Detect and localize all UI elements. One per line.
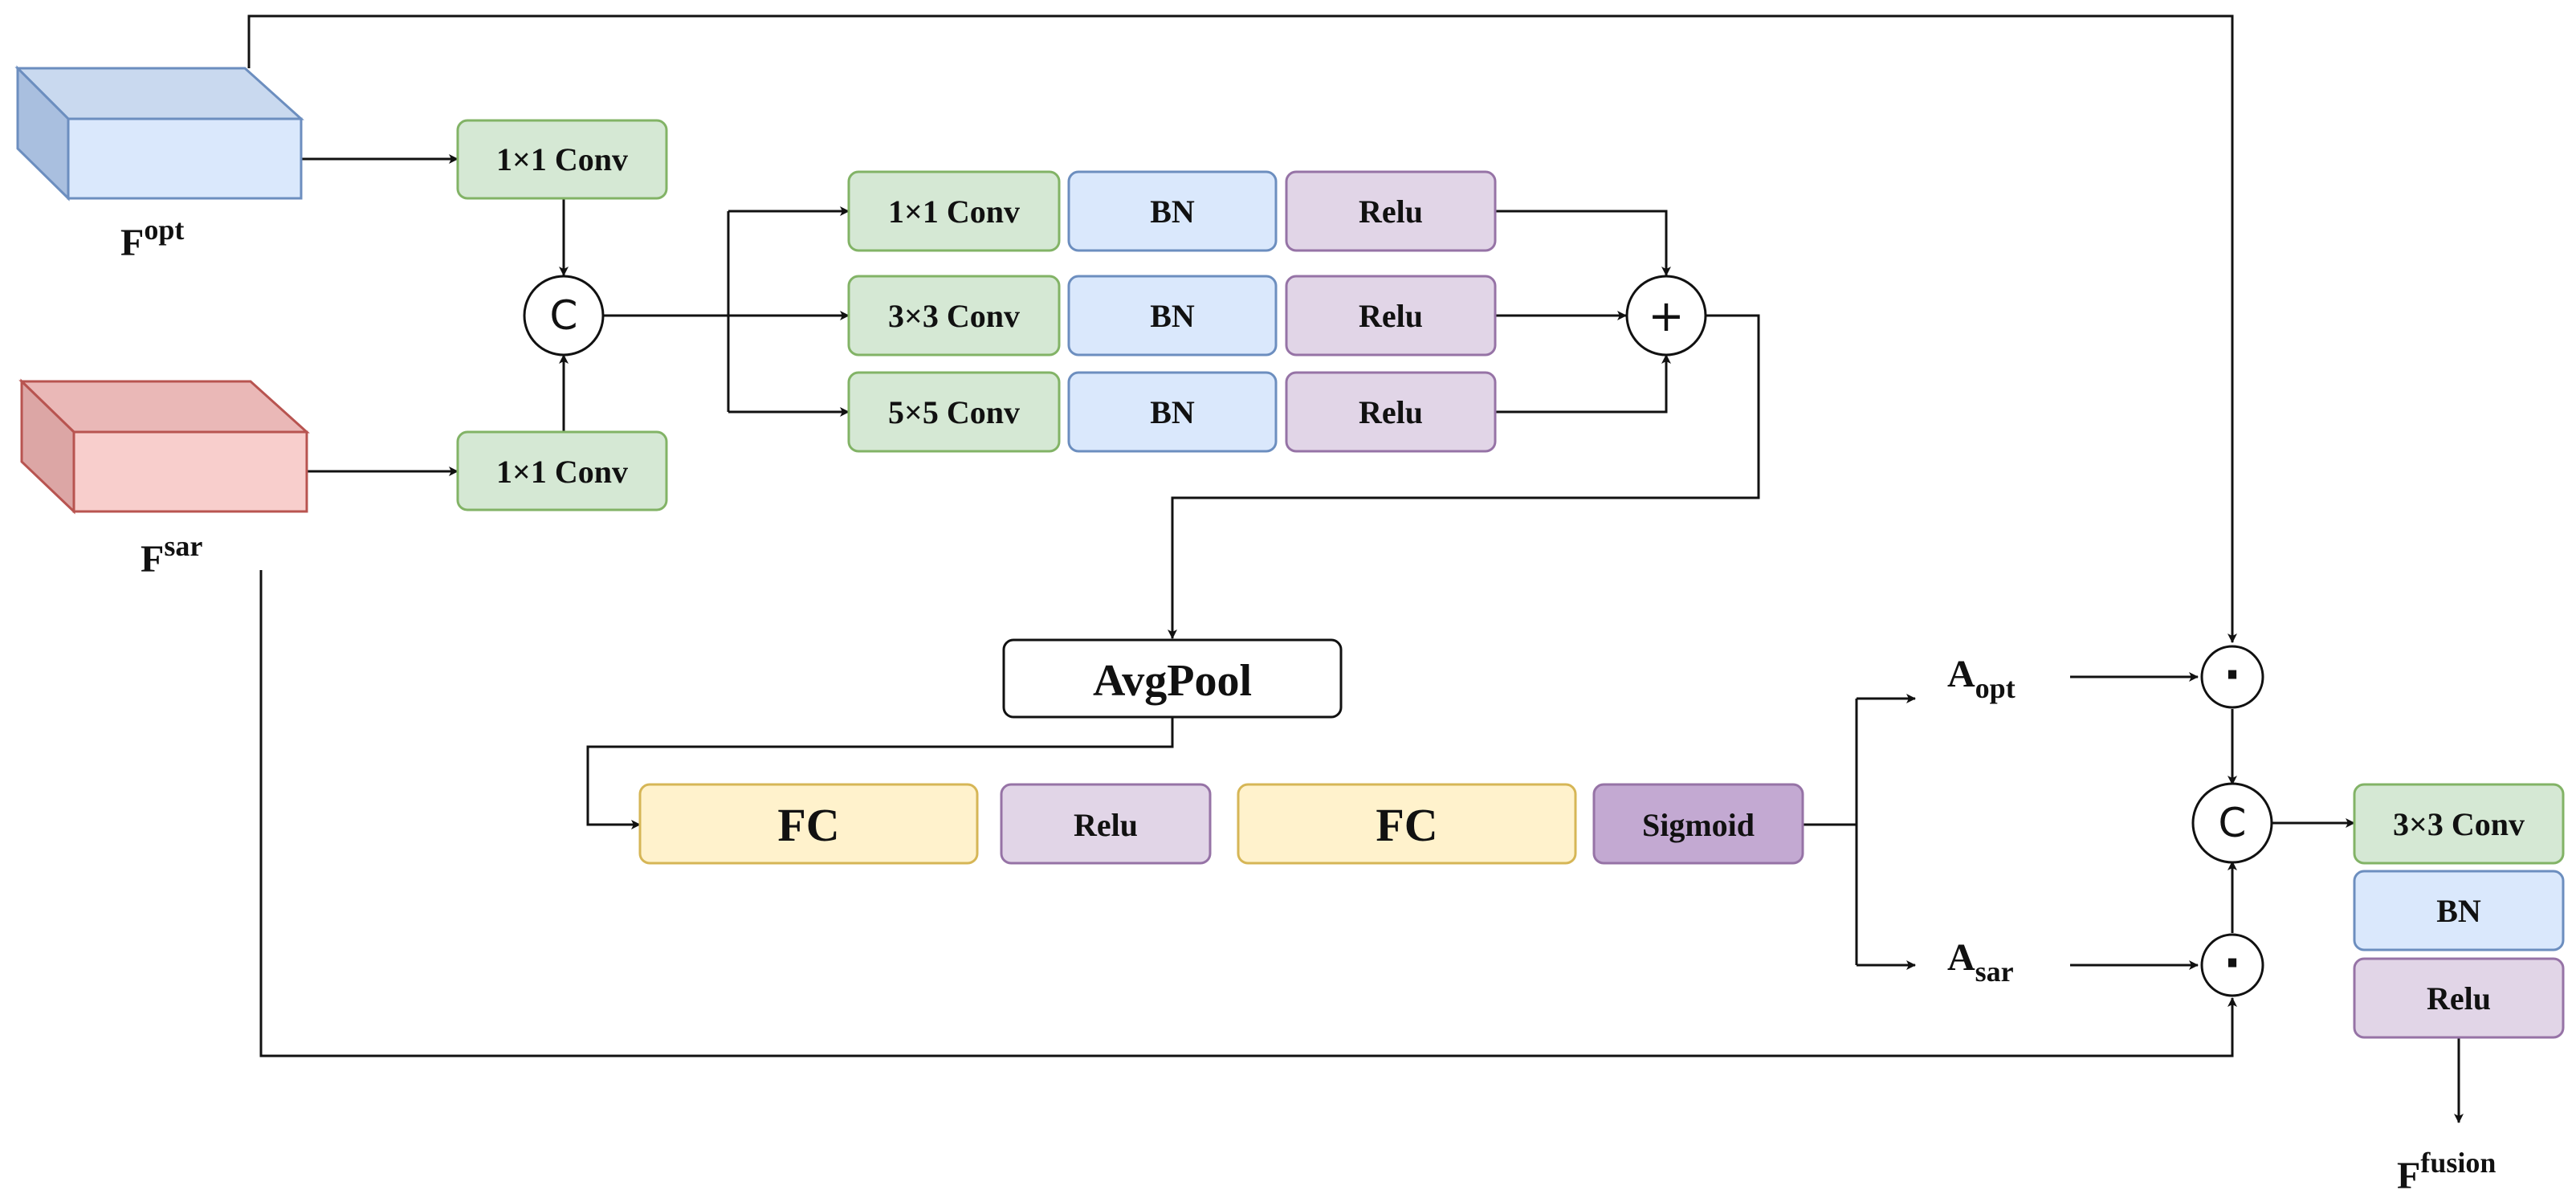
f-sar-cube [18, 378, 310, 515]
conv-opt-label: 1×1 Conv [496, 141, 628, 177]
branch-2: 3×3 Conv BN Relu [847, 275, 1497, 357]
concat-op-2: C [2191, 782, 2273, 864]
fc2-box [1237, 783, 1577, 865]
sigmoid-label: Sigmoid [1642, 807, 1755, 843]
branch-3-conv-box [847, 371, 1061, 453]
out-relu-label: Relu [2427, 980, 2491, 1017]
branch-1-conv-box [847, 170, 1061, 252]
branch-3-relu-box [1285, 371, 1497, 453]
connectors [247, 14, 2464, 1123]
avgpool-box: AvgPool [1002, 638, 1343, 719]
f-opt-cube [14, 65, 304, 202]
avgpool-label: AvgPool [1093, 656, 1252, 706]
branch-2-relu-box [1285, 275, 1497, 357]
conv-opt-box: 1×1 Conv [456, 119, 668, 200]
fc1-label: FC [777, 799, 839, 851]
branch-1-bn-label: BN [1150, 194, 1195, 230]
connector-branch1-out [1495, 210, 1671, 276]
branch-3-bn-box [1067, 371, 1278, 453]
out-conv-label: 3×3 Conv [2393, 806, 2525, 842]
out-bn-box [2353, 870, 2565, 951]
out-relu-box [2353, 957, 2565, 1039]
connector-sar-skip [259, 570, 2237, 1057]
f-sar-label: Fsar [141, 530, 202, 581]
branch-2-bn-label: BN [1150, 298, 1195, 334]
connector-add-avgpool [1168, 314, 1760, 639]
fc-relu-box [1000, 783, 1212, 865]
out-bn-label: BN [2436, 893, 2481, 929]
branch-3-bn-label: BN [1150, 394, 1195, 430]
connector-opt-skip [247, 14, 2237, 643]
concat-op-2-label: C [2219, 800, 2247, 846]
branch-1-relu-label: Relu [1359, 194, 1423, 230]
f-fusion-label: Ffusion [2397, 1147, 2496, 1197]
connector-branch3-out [1495, 354, 1671, 414]
branch-2-conv-box [847, 275, 1061, 357]
concat-op-1-label: C [550, 292, 578, 339]
add-op-label: + [1648, 291, 1684, 341]
fc2-label: FC [1376, 799, 1437, 851]
fc-chain: FC Relu FC Sigmoid [638, 783, 1804, 865]
mul-op-opt: · [2200, 645, 2264, 709]
branch-2-relu-label: Relu [1359, 298, 1423, 334]
connector-avgpool-fc [586, 717, 1174, 829]
out-conv-box [2353, 783, 2565, 865]
add-op: + [1625, 275, 1707, 357]
fc-relu-label: Relu [1074, 807, 1138, 843]
concat-op-1: C [523, 275, 605, 357]
branch-3-conv-label: 5×5 Conv [888, 394, 1020, 430]
branch-1-relu-box [1285, 170, 1497, 252]
mul-op-sar-label: · [2223, 935, 2241, 990]
sigmoid-box [1592, 783, 1804, 865]
f-opt-label: Fopt [120, 214, 184, 264]
branch-3-relu-label: Relu [1359, 394, 1423, 430]
a-opt-label: Aopt [1947, 653, 2016, 704]
branch-2-bn-box [1067, 275, 1278, 357]
a-sar-label: Asar [1947, 936, 2014, 988]
output-block: 3×3 Conv BN Relu [2353, 783, 2565, 1039]
mul-op-sar: · [2200, 933, 2264, 997]
branch-1-bn-box [1067, 170, 1278, 252]
branch-1-conv-label: 1×1 Conv [888, 194, 1020, 230]
branch-2-conv-label: 3×3 Conv [888, 298, 1020, 334]
branch-3: 5×5 Conv BN Relu [847, 371, 1497, 453]
branch-1: 1×1 Conv BN Relu [847, 170, 1497, 252]
conv-sar-box: 1×1 Conv [456, 430, 668, 511]
conv-sar-label: 1×1 Conv [496, 454, 628, 490]
mul-op-opt-label: · [2223, 647, 2241, 702]
fc1-box [638, 783, 979, 865]
